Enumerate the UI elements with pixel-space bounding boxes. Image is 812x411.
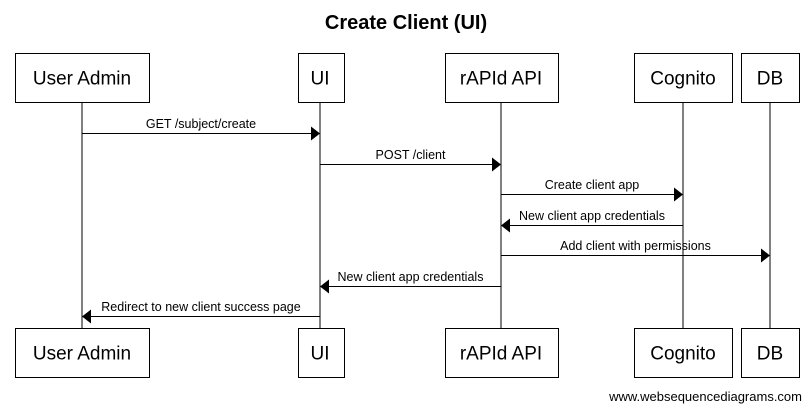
arrowhead <box>311 126 320 141</box>
arrowhead <box>82 309 91 324</box>
arrowhead <box>492 157 501 172</box>
participant-box <box>634 53 733 103</box>
message-label: Add client with permissions <box>560 239 711 253</box>
arrowhead <box>674 187 683 202</box>
diagram-title: Create Client (UI) <box>325 12 487 34</box>
message-label: New client app credentials <box>338 270 484 284</box>
participant-box <box>15 53 150 103</box>
message-3: Create client app <box>501 178 683 202</box>
message-label: Redirect to new client success page <box>101 300 300 314</box>
participant-user-admin-top: User Admin <box>15 53 150 103</box>
participants-bottom: User Admin UI rAPId API Cognito DB <box>15 328 800 378</box>
lifelines <box>81 102 771 328</box>
participant-label: User Admin <box>33 344 131 365</box>
message-1: GET /subject/create <box>82 117 320 141</box>
participant-label: Cognito <box>650 69 716 90</box>
message-5: Add client with permissions <box>501 239 770 263</box>
participant-label: User Admin <box>33 69 131 90</box>
message-2: POST /client <box>320 148 501 172</box>
participant-user-admin-bottom: User Admin <box>15 328 150 378</box>
message-4: New client app credentials <box>501 209 683 233</box>
participant-ui-bottom: UI <box>298 328 345 378</box>
participant-label: UI <box>311 344 330 365</box>
participant-label: rAPId API <box>460 344 542 365</box>
participant-db-top: DB <box>741 53 800 103</box>
participant-label: DB <box>757 344 783 365</box>
participant-box <box>634 328 733 378</box>
participant-box <box>445 328 559 378</box>
message-label: New client app credentials <box>519 209 665 223</box>
participant-box <box>741 53 800 103</box>
participant-rapid-api-bottom: rAPId API <box>445 328 559 378</box>
participant-label: DB <box>757 69 783 90</box>
participant-ui-top: UI <box>298 53 345 103</box>
message-7: Redirect to new client success page <box>82 300 320 324</box>
participant-box <box>298 328 345 378</box>
participant-db-bottom: DB <box>741 328 800 378</box>
participant-box <box>298 53 345 103</box>
footer-credit: www.websequencediagrams.com <box>608 389 802 404</box>
participants-top: User Admin UI rAPId API Cognito DB <box>15 53 800 103</box>
participant-label: Cognito <box>650 344 716 365</box>
participant-label: rAPId API <box>460 69 542 90</box>
arrowhead <box>501 218 510 233</box>
participant-box <box>741 328 800 378</box>
message-6: New client app credentials <box>320 270 501 294</box>
arrowhead <box>320 279 329 294</box>
participant-cognito-bottom: Cognito <box>634 328 733 378</box>
message-label: Create client app <box>545 178 640 192</box>
participant-label: UI <box>311 69 330 90</box>
participant-box <box>15 328 150 378</box>
participant-rapid-api-top: rAPId API <box>445 53 559 103</box>
participant-cognito-top: Cognito <box>634 53 733 103</box>
message-label: POST /client <box>376 148 446 162</box>
arrowhead <box>761 248 770 263</box>
participant-box <box>445 53 559 103</box>
message-label: GET /subject/create <box>146 117 256 131</box>
